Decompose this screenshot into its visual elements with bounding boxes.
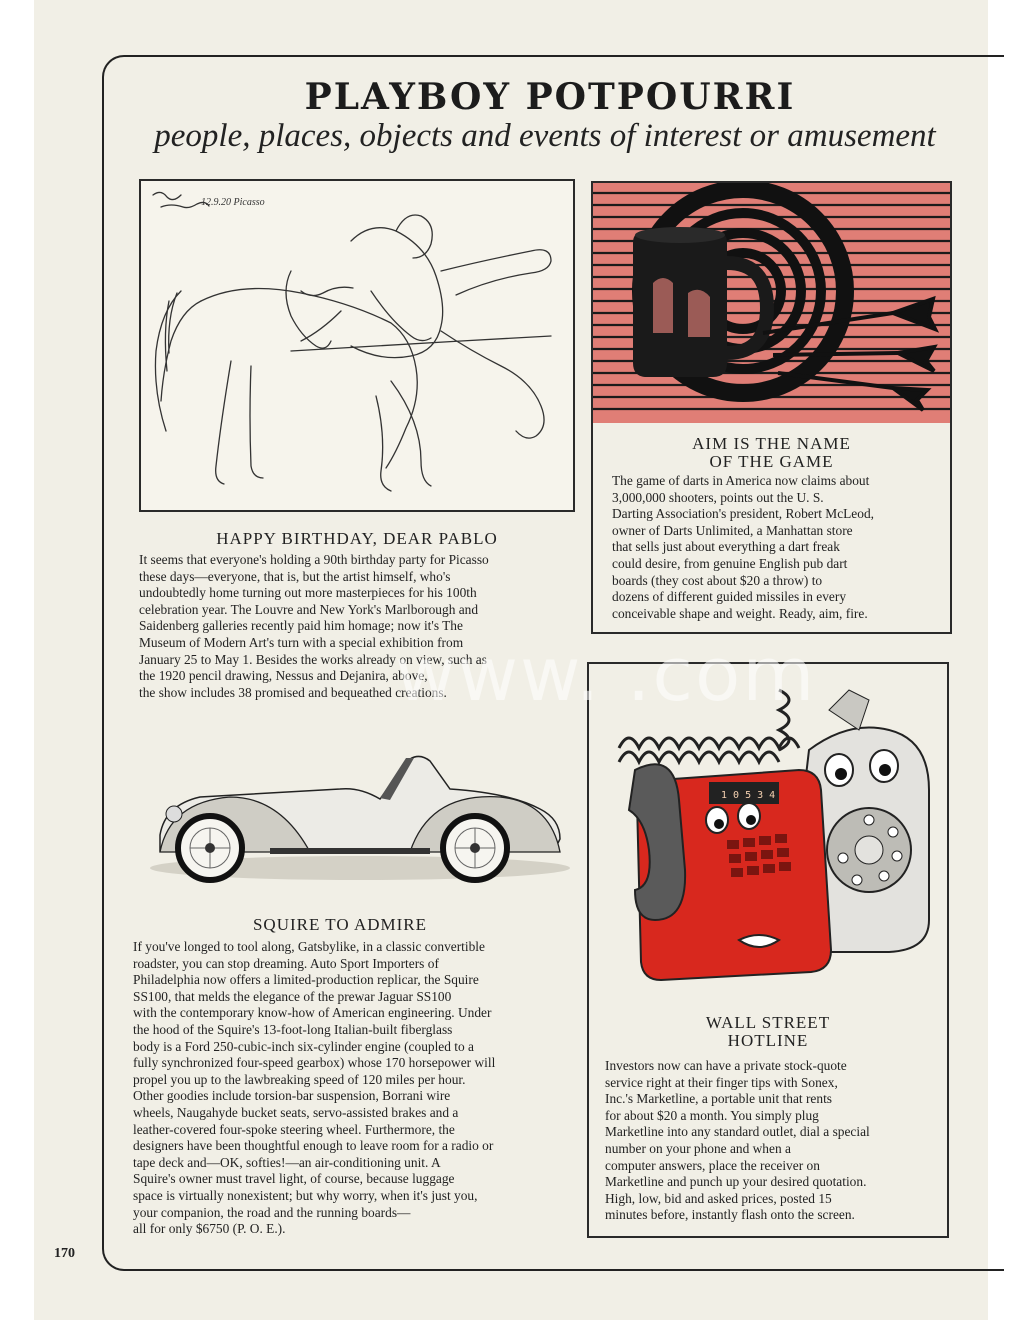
darts <box>762 295 940 412</box>
page-title: PLAYBOY POTPOURRI <box>304 76 796 118</box>
hotline-body: Investors now can have a private stock-q… <box>605 1058 870 1223</box>
marketline-display: 1 0 5 3 4 <box>721 790 775 801</box>
darts-body: The game of darts in America now claims … <box>612 473 874 621</box>
darts-heading: AIM IS THE NAME OF THE GAME <box>692 434 851 471</box>
picasso-drawing: 12.9.20 Picasso <box>152 191 552 492</box>
page-subtitle: people, places, objects and events of in… <box>154 118 936 154</box>
darts-article-box: AIM IS THE NAME OF THE GAME The game of … <box>591 181 952 634</box>
page-number: 170 <box>54 1246 75 1261</box>
pablo-heading: HAPPY BIRTHDAY, DEAR PABLO <box>216 529 498 548</box>
coiled-cord <box>617 688 801 766</box>
squire-car-photo <box>150 740 570 890</box>
squire-heading: SQUIRE TO ADMIRE <box>252 915 428 934</box>
pablo-body: It seems that everyone's holding a 90th … <box>139 552 489 700</box>
marketline-unit <box>627 763 833 982</box>
marketline-illustration: 1 0 5 3 4 <box>599 670 939 988</box>
drawing-signature: 12.9.20 Picasso <box>201 197 265 208</box>
hotline-article-box: 1 0 5 3 4 WALL STREET HOTLINE Investors … <box>587 662 949 1238</box>
picasso-drawing-frame: 12.9.20 Picasso <box>139 179 575 512</box>
squire-body: If you've longed to tool along, Gatsbyli… <box>133 939 496 1237</box>
beer-stein <box>633 227 775 377</box>
page-frame <box>102 55 1004 1271</box>
darts-illustration <box>593 183 950 423</box>
hotline-heading: WALL STREET HOTLINE <box>705 1013 831 1050</box>
